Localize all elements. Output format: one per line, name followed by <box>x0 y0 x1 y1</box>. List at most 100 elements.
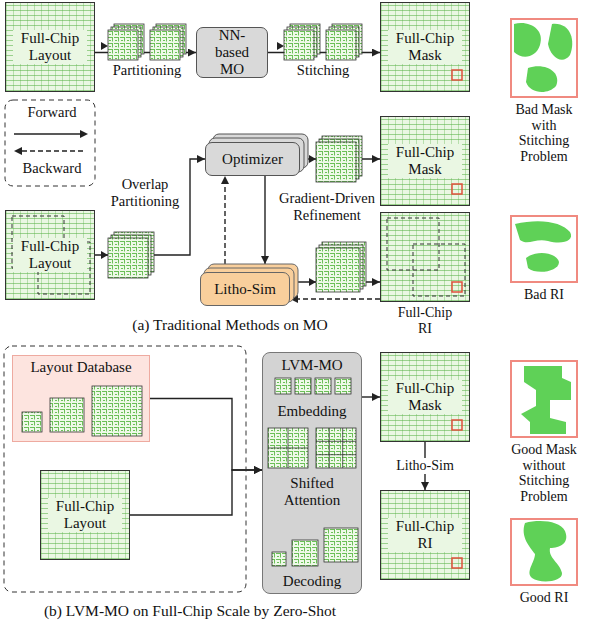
arrow-connector <box>95 52 196 53</box>
mask-shape <box>521 366 571 434</box>
layout-tile-stack <box>150 30 180 60</box>
layout-tile-stack <box>108 30 138 60</box>
attention-grid <box>316 441 356 442</box>
layout-tile-stack <box>111 235 151 275</box>
layout-tile <box>335 378 351 394</box>
overlap-window <box>413 244 465 296</box>
hotspot-marker <box>452 420 462 430</box>
legend-frame <box>5 100 95 186</box>
edge-label: Litho-Sim <box>393 458 457 474</box>
node-text: Layout Database <box>30 359 131 376</box>
attention-grid <box>342 428 343 468</box>
mask-shape <box>514 23 572 581</box>
layout-tile-stack <box>329 27 359 57</box>
node-text: Optimizer <box>222 151 283 168</box>
layout-tile-stack <box>316 142 356 182</box>
layout-tile <box>272 552 286 566</box>
attention-grid <box>288 428 289 468</box>
overlap-window <box>38 242 90 294</box>
zoom-crop: Good RI <box>510 518 578 586</box>
resist-image-box: Full-Chip RI <box>380 490 470 580</box>
hotspot-marker <box>452 70 462 568</box>
node-text: Full-Chip Layout <box>48 498 122 532</box>
node-text: Full-Chip Mask <box>388 144 462 178</box>
arrow-connector <box>308 158 380 159</box>
attention-grid <box>268 428 308 468</box>
node-text: Full-Chip RI <box>388 518 462 552</box>
caption-text: Good Mask without Stitching Problem <box>505 442 583 505</box>
layout-tile-stack <box>114 24 144 54</box>
attention-grid <box>316 428 356 468</box>
arrow-head <box>101 42 108 50</box>
legend-frame <box>14 147 22 155</box>
mask-box: Full-Chip Mask <box>380 116 470 206</box>
legend-frame <box>14 133 80 134</box>
layout-tile-stack <box>319 245 363 289</box>
layout-box: Full-Chip Layout <box>40 470 130 560</box>
layout-box: Full-Chip Layout <box>5 210 95 300</box>
process-box: NN-based MO <box>196 27 268 78</box>
hotspot-marker <box>452 184 462 194</box>
layout-tile-stack <box>284 30 314 60</box>
arrow-head <box>101 42 316 286</box>
arrow-connector <box>298 281 380 282</box>
layout-tile-stack <box>319 139 359 179</box>
step-label: Gradient-Driven Refinement <box>276 190 378 223</box>
input-group-frame <box>4 346 246 592</box>
arrow-connector <box>150 399 262 471</box>
mask-box: Full-Chip Mask <box>380 352 470 442</box>
layout-tile-stack <box>326 30 356 60</box>
panel-caption: (a) Traditional Methods on MO <box>80 316 380 334</box>
optimizer-box: Optimizer <box>205 142 300 176</box>
hotspot-marker <box>452 558 462 568</box>
zoom-crop: Bad RI <box>510 215 578 283</box>
layout-tile-stack <box>108 238 148 278</box>
layout-tile <box>22 378 358 566</box>
legend-frame <box>5 100 95 186</box>
hotspot-marker <box>452 70 462 80</box>
mask-shape <box>514 23 541 57</box>
attention-grid <box>268 428 356 468</box>
arrow-connector <box>362 396 380 397</box>
node-text: Embedding <box>263 403 361 420</box>
mask-shape <box>526 66 557 92</box>
layout-tile <box>292 540 318 566</box>
layout-tile-stack <box>114 232 154 272</box>
resist-image-box: Full-Chip RI <box>380 212 470 302</box>
connector-group <box>95 53 425 516</box>
layout-tile <box>315 378 331 394</box>
step-label: Overlap Partitioning <box>104 176 186 209</box>
node-text: Litho-Sim <box>214 281 276 298</box>
caption-text: Bad Mask with Stitching Problem <box>505 102 583 165</box>
caption-text: Full-Chip RI <box>390 305 460 336</box>
layout-box: Full-Chip Layout <box>5 2 95 92</box>
node-text: NN-based MO <box>202 27 262 77</box>
attention-grid <box>329 428 330 468</box>
arrow-head <box>277 42 284 50</box>
litho-sim-box: Litho-Sim <box>200 272 290 306</box>
hotspot-marker <box>452 282 462 292</box>
node-text: Shifted Attention <box>263 475 361 509</box>
legend-text: Forward <box>12 104 92 121</box>
legend-frame <box>80 130 88 138</box>
step-label: Stitching <box>276 62 370 79</box>
arrow-head <box>309 155 316 163</box>
database-box: Layout Database <box>12 355 150 442</box>
arrow-connector <box>130 470 262 515</box>
layout-tile-stack <box>111 27 141 57</box>
arrow-head <box>101 251 108 259</box>
layout-tile <box>324 528 358 562</box>
layout-tile-stack <box>316 248 360 292</box>
attention-grid <box>268 448 308 449</box>
node-text: LVM-MO <box>263 357 361 374</box>
arrow-connector <box>268 52 380 53</box>
layout-tile <box>92 386 142 436</box>
attention-grid <box>316 454 356 455</box>
layout-tile <box>50 398 84 432</box>
mask-shape <box>526 253 559 272</box>
node-text: Decoding <box>263 573 361 590</box>
legend-text: Backward <box>10 160 94 177</box>
layout-tile <box>275 378 291 394</box>
arrow-connector <box>95 159 205 255</box>
